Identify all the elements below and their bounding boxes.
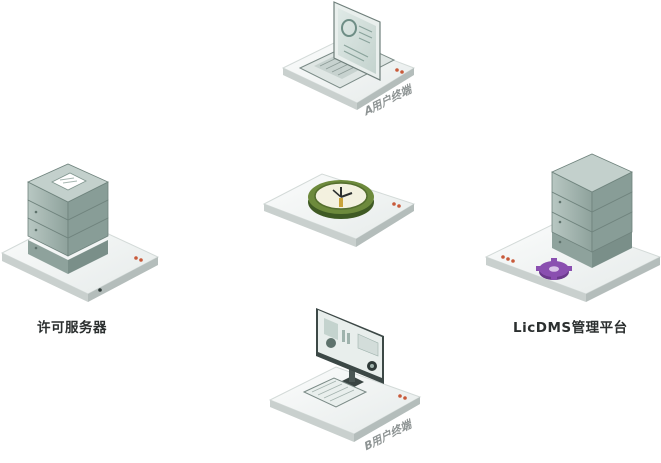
- node-b-terminal: [268, 308, 422, 442]
- laptop-icon: [298, 1, 396, 89]
- node-licdms-platform: [484, 153, 661, 302]
- label-licdms-platform: LicDMS管理平台: [513, 320, 628, 336]
- desktop-monitor-icon: [302, 308, 384, 408]
- clock-icon: [308, 180, 374, 219]
- platform-licdms: [484, 220, 661, 302]
- node-a-terminal: [281, 1, 416, 110]
- server-stack-icon: [27, 163, 109, 274]
- server-gear-icon: [536, 153, 633, 280]
- node-license-server: [0, 163, 160, 302]
- label-license-server: 许可服务器: [37, 320, 107, 336]
- node-center: [262, 173, 416, 247]
- gear-icon: [536, 258, 572, 280]
